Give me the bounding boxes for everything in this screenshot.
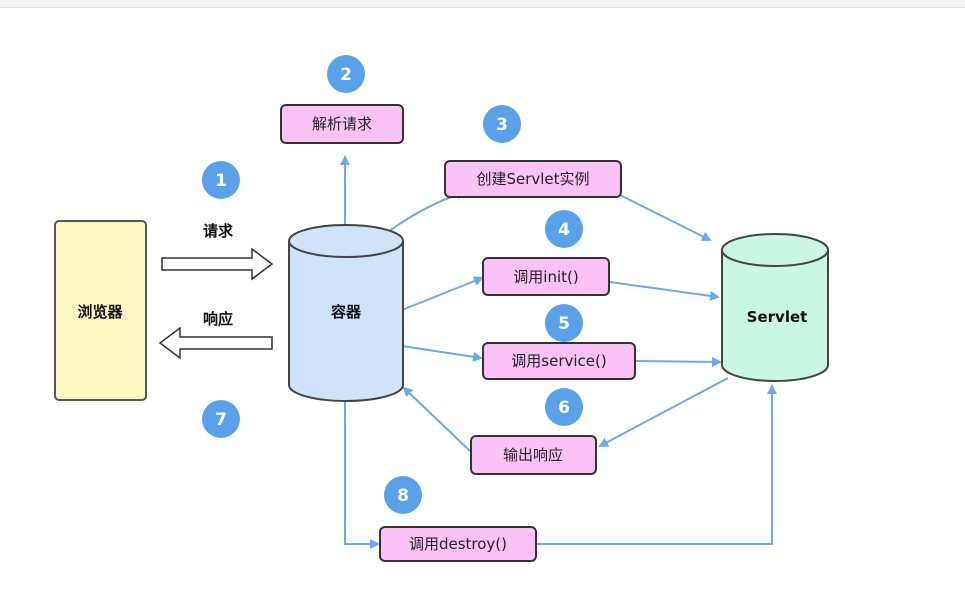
badge-6: 6 <box>545 388 583 426</box>
badge-5-number: 5 <box>558 314 570 334</box>
request-label: 请求 <box>203 222 234 240</box>
badge-3: 3 <box>483 105 521 143</box>
arrow-destroy-to-servlet <box>536 384 777 545</box>
arrow-servlet-to-output <box>598 377 729 447</box>
browser-box <box>54 220 147 401</box>
servlet-label: Servlet <box>747 308 808 326</box>
connectors <box>340 155 777 549</box>
servlet-cylinder: Servlet <box>721 233 829 382</box>
badge-5: 5 <box>545 304 583 342</box>
badge-8-number: 8 <box>397 486 409 506</box>
badge-4-number: 4 <box>558 220 570 240</box>
arrow-service-to-servlet <box>635 356 722 367</box>
arrow-create-to-servlet <box>619 194 712 241</box>
badge-8: 8 <box>384 476 422 514</box>
badge-2: 2 <box>327 55 365 93</box>
badge-6-number: 6 <box>558 398 570 418</box>
badge-4: 4 <box>545 210 583 248</box>
container-cylinder: 容器 <box>288 224 404 402</box>
browser-label: 浏览器 <box>77 303 123 321</box>
badge-7-number: 7 <box>215 410 227 430</box>
badge-1: 1 <box>202 161 240 199</box>
step-init-box: 调用init() <box>482 257 610 296</box>
arrow-container-to-service <box>401 345 483 362</box>
request-arrow <box>161 247 274 281</box>
step-service-box: 调用service() <box>482 342 636 380</box>
step-create-box: 创建Servlet实例 <box>444 160 622 198</box>
step-output-label: 输出响应 <box>503 446 563 464</box>
arrow-container-to-destroy <box>344 400 380 549</box>
step-parse-label: 解析请求 <box>312 115 372 133</box>
arrow-container-to-init <box>401 276 484 311</box>
badge-3-number: 3 <box>496 115 508 135</box>
badges: 1 2 3 4 5 6 7 8 <box>202 55 583 514</box>
arrow-init-to-servlet <box>609 281 720 301</box>
badge-1-number: 1 <box>215 171 227 191</box>
step-parse-box: 解析请求 <box>280 104 404 144</box>
step-create-label: 创建Servlet实例 <box>476 170 589 188</box>
response-label: 响应 <box>203 310 233 328</box>
arrow-output-to-container <box>402 386 471 452</box>
container-label: 容器 <box>330 303 362 321</box>
step-destroy-label: 调用destroy() <box>409 535 507 553</box>
step-service-label: 调用service() <box>511 352 606 370</box>
badge-2-number: 2 <box>340 65 352 85</box>
badge-7: 7 <box>202 400 240 438</box>
step-init-label: 调用init() <box>513 268 578 286</box>
top-border <box>0 0 965 8</box>
response-arrow <box>158 326 273 360</box>
step-output-box: 输出响应 <box>470 435 597 475</box>
step-destroy-box: 调用destroy() <box>379 526 537 562</box>
